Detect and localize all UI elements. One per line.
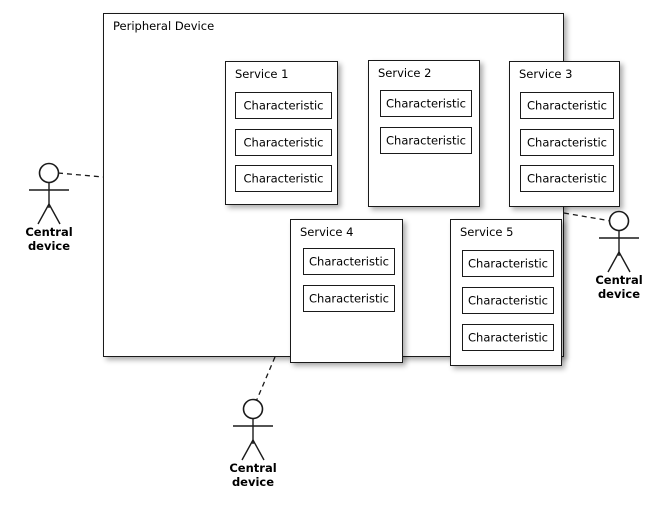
characteristic-box[interactable]: Characteristic — [520, 165, 614, 192]
characteristic-box[interactable]: Characteristic — [380, 90, 472, 117]
characteristic-label: Characteristic — [527, 98, 607, 112]
actor-label-line2: device — [231, 474, 275, 489]
characteristic-label: Characteristic — [309, 291, 389, 305]
characteristic-label: Characteristic — [309, 254, 389, 268]
characteristic-label: Characteristic — [386, 133, 466, 147]
actor-label-line2: device — [27, 238, 71, 253]
service-title-5: Service 5 — [460, 225, 514, 239]
stick-figure-actor-icon — [29, 162, 69, 225]
actor-label-line1: Central — [595, 273, 643, 287]
peripheral-device-box: Peripheral Device Service 1 Characterist… — [103, 13, 620, 366]
service-box-1[interactable]: Service 1 Characteristic Characteristic … — [225, 61, 338, 205]
service-box-2[interactable]: Service 2 Characteristic Characteristic — [368, 60, 480, 207]
characteristic-box[interactable]: Characteristic — [303, 248, 395, 275]
characteristic-label: Characteristic — [468, 330, 548, 344]
characteristic-box[interactable]: Characteristic — [235, 129, 332, 156]
characteristic-label: Characteristic — [527, 171, 607, 185]
characteristic-label: Characteristic — [386, 96, 466, 110]
service-box-4[interactable]: Service 4 Characteristic Characteristic — [290, 219, 403, 363]
characteristic-box[interactable]: Characteristic — [462, 324, 554, 351]
characteristic-box[interactable]: Characteristic — [235, 165, 332, 192]
service-box-5[interactable]: Service 5 Characteristic Characteristic … — [450, 219, 562, 366]
characteristic-box[interactable]: Characteristic — [520, 129, 614, 156]
characteristic-box[interactable]: Characteristic — [520, 92, 614, 119]
characteristic-box[interactable]: Characteristic — [303, 285, 395, 312]
characteristic-box[interactable]: Characteristic — [462, 287, 554, 314]
characteristic-label: Characteristic — [243, 171, 324, 185]
characteristic-label: Characteristic — [243, 135, 324, 149]
actor-label-line1: Central — [25, 225, 73, 239]
stick-figure-actor-icon — [233, 398, 273, 461]
characteristic-label: Characteristic — [468, 256, 548, 270]
characteristic-label: Characteristic — [243, 98, 324, 112]
characteristic-label: Characteristic — [527, 135, 607, 149]
service-title-3: Service 3 — [519, 67, 573, 81]
peripheral-device-title: Peripheral Device — [113, 19, 215, 33]
service-title-2: Service 2 — [378, 66, 432, 80]
stick-figure-actor-icon — [599, 210, 639, 273]
actor-label-line2: device — [597, 286, 641, 301]
characteristic-label: Characteristic — [468, 293, 548, 307]
service-title-4: Service 4 — [300, 225, 354, 239]
actor-label-line1: Central — [229, 461, 277, 475]
characteristic-box[interactable]: Characteristic — [462, 250, 554, 277]
characteristic-box[interactable]: Characteristic — [235, 92, 332, 119]
service-title-1: Service 1 — [235, 67, 289, 81]
characteristic-box[interactable]: Characteristic — [380, 127, 472, 154]
service-box-3[interactable]: Service 3 Characteristic Characteristic … — [509, 61, 620, 207]
